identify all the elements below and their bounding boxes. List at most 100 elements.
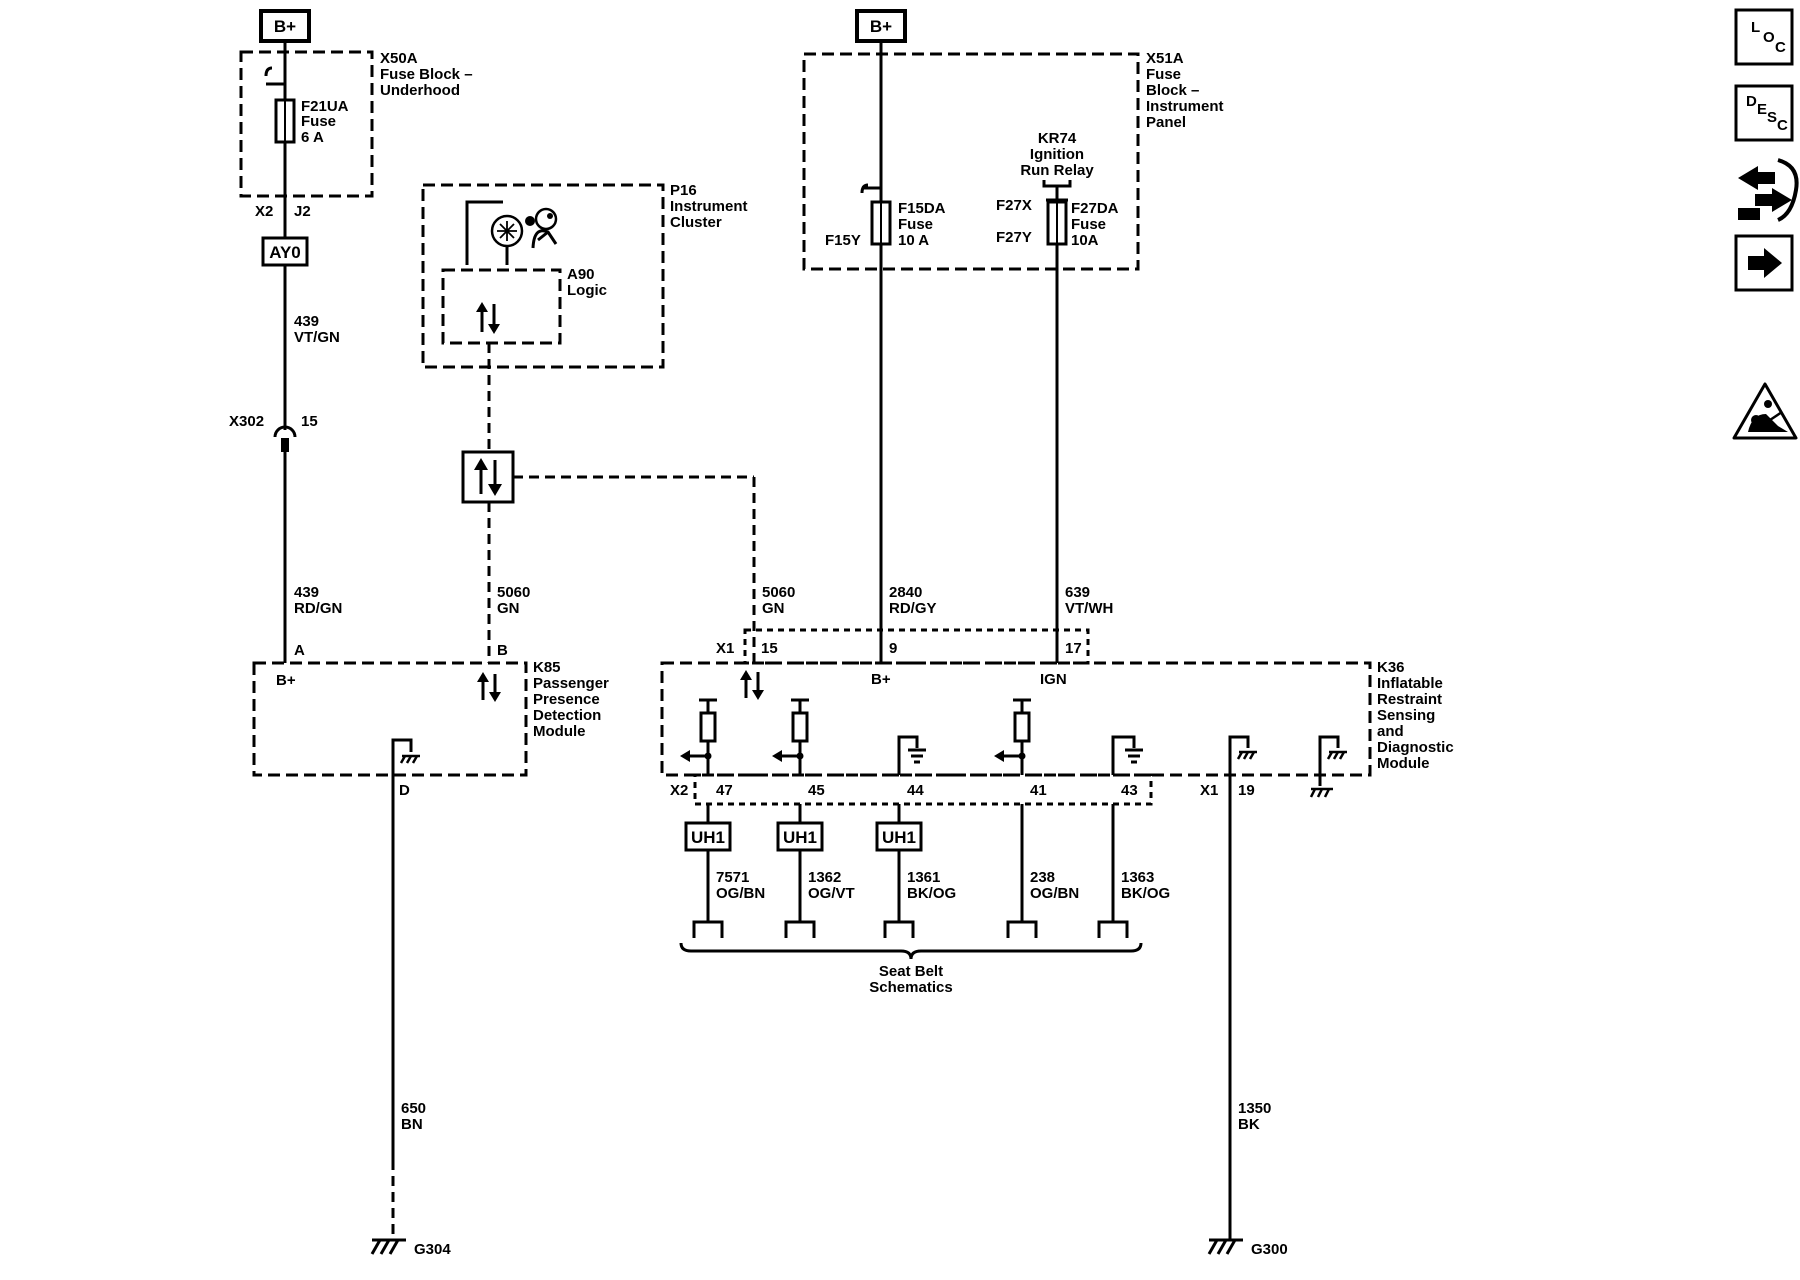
k36-pin-44: 44 <box>907 782 924 799</box>
seatbelt-ref-line1[interactable]: Seat Belt <box>879 963 943 980</box>
relay-kr74-ref: KR74 <box>1038 130 1077 147</box>
left-bplus-label: B+ <box>274 17 296 36</box>
seat-belt-brace <box>679 942 1143 960</box>
x51a-name-line4: Panel <box>1146 114 1186 131</box>
sensor-input-41 <box>994 698 1031 775</box>
serial-data-arrows-icon <box>477 672 501 702</box>
wire-238-circuit: 238 <box>1030 869 1055 886</box>
wire-1350-circuit: 1350 <box>1238 1100 1271 1117</box>
sensor-input-47 <box>680 698 717 775</box>
desc-letter-s: S <box>1767 109 1777 126</box>
wire-639-color: VT/WH <box>1065 600 1113 617</box>
chassis-ground-icon <box>1236 750 1257 760</box>
k36-pin-47: 47 <box>716 782 733 799</box>
k85-pin-a: A <box>294 642 305 659</box>
serial-data-arrows-icon <box>476 302 500 334</box>
wire-5060b-circuit: 5060 <box>762 584 795 601</box>
ground-g300-icon: G300 <box>1207 1238 1288 1258</box>
desc-letter-e: E <box>1757 101 1767 118</box>
fuse-f27-x: F27X <box>996 197 1032 214</box>
fuse-f27-y: F27Y <box>996 229 1032 246</box>
serial-data-arrows-icon <box>740 670 764 700</box>
case-ground-icon <box>1309 787 1333 798</box>
k85-ref: K85 <box>533 659 561 676</box>
x51a-name-line2: Block – <box>1146 82 1199 99</box>
wire-1361-circuit: 1361 <box>907 869 940 886</box>
desc-letter-d: D <box>1746 93 1757 110</box>
wire-5060a-color: GN <box>497 600 520 617</box>
relay-kr74-line1: Ignition <box>1030 146 1084 163</box>
x50a-connector-id: X2 <box>255 203 273 220</box>
fuse-f21ua-ref: F21UA <box>301 98 349 115</box>
p16-ref: P16 <box>670 182 697 199</box>
x50a-ref: X50A <box>380 50 418 67</box>
fuse-f27da-ref: F27DA <box>1071 200 1119 217</box>
x302-ref: X302 <box>229 413 264 430</box>
k85-pin-d: D <box>399 782 410 799</box>
wire-5060b-color: GN <box>762 600 785 617</box>
p16-instrument-cluster: P16 Instrument Cluster A90 Logic <box>421 182 748 369</box>
x51a-fuse-block: X51A Fuse Block – Instrument Panel F15DA… <box>802 50 1224 271</box>
sensor-input-45 <box>772 698 809 775</box>
k36-x2: X2 <box>670 782 688 799</box>
ground-g300-label: G300 <box>1251 1241 1288 1258</box>
signal-ground-43-icon <box>1111 735 1143 775</box>
fuse-f15da-word: Fuse <box>898 216 933 233</box>
fuse-tap-icon <box>264 66 285 86</box>
k36-pin-45: 45 <box>808 782 825 799</box>
k85-name-line2: Presence <box>533 691 600 708</box>
k36-sdm-module: X1 15 9 17 K36 Inflatable Restraint Sens… <box>660 628 1454 806</box>
splice-uh1-a-label: UH1 <box>691 828 725 847</box>
fuse-f27da-rating: 10A <box>1071 232 1099 249</box>
wire-639-circuit: 639 <box>1065 584 1090 601</box>
airbag-symbol-icon <box>525 207 558 249</box>
a90-ref: A90 <box>567 266 595 283</box>
p16-name-line1: Instrument <box>670 198 748 215</box>
splice-uh1-c: UH1 <box>875 821 923 852</box>
inline-connector-x302: X302 15 <box>229 413 318 452</box>
wire-1361-color: BK/OG <box>907 885 956 902</box>
harness-terminals <box>692 920 1129 938</box>
wire-2840-circuit: 2840 <box>889 584 922 601</box>
warning-triangle-icon[interactable] <box>1732 382 1798 440</box>
k36-ign: IGN <box>1040 671 1067 688</box>
x302-pin: 15 <box>301 413 318 430</box>
x50a-fuse-block: X50A Fuse Block – Underhood F21UA Fuse 6… <box>239 50 473 198</box>
p16-name-line2: Cluster <box>670 214 722 231</box>
fuse-f15da-pin: F15Y <box>825 232 861 249</box>
wire-1363-color: BK/OG <box>1121 885 1170 902</box>
splice-ay0-label: AY0 <box>269 243 301 262</box>
x51a-name-line1: Fuse <box>1146 66 1181 83</box>
wire-238-color: OG/BN <box>1030 885 1079 902</box>
wire-1362-circuit: 1362 <box>808 869 841 886</box>
x51a-ref: X51A <box>1146 50 1184 67</box>
description-button[interactable]: D E S C <box>1734 84 1794 142</box>
k85-name-line1: Passenger <box>533 675 609 692</box>
wire-7571-circuit: 7571 <box>716 869 749 886</box>
fuse-f21ua-rating: 6 A <box>301 129 324 146</box>
connector-end-view-icon[interactable] <box>1738 158 1799 222</box>
seatbelt-ref-line2[interactable]: Schematics <box>869 979 952 996</box>
k85-passenger-presence-module: A B B+ K85 Passenger Presence Detection … <box>252 642 609 799</box>
location-button[interactable]: L O C <box>1734 8 1794 66</box>
splice-ay0: AY0 <box>261 236 309 267</box>
chassis-ground-icon <box>399 754 420 764</box>
k36-pin-19: 19 <box>1238 782 1255 799</box>
wire-650-color: BN <box>401 1116 423 1133</box>
loc-letter-l: L <box>1751 19 1760 36</box>
k85-bplus: B+ <box>276 672 296 689</box>
loc-letter-c: C <box>1775 39 1786 56</box>
wire-439a-circuit: 439 <box>294 313 319 330</box>
ground-g304-icon: G304 <box>370 1238 451 1258</box>
k85-pin-b: B <box>497 642 508 659</box>
fuse-f27da-word: Fuse <box>1071 216 1106 233</box>
k36-pin-15: 15 <box>761 640 778 657</box>
k36-pin-43: 43 <box>1121 782 1138 799</box>
wire-2840-color: RD/GY <box>889 600 937 617</box>
k36-pin-41: 41 <box>1030 782 1047 799</box>
loc-letter-o: O <box>1763 29 1775 46</box>
wire-439a-color: VT/GN <box>294 329 340 346</box>
next-page-button[interactable] <box>1734 234 1794 292</box>
wire-1350-color: BK <box>1238 1116 1260 1133</box>
k36-name-line1: Inflatable <box>1377 675 1443 692</box>
